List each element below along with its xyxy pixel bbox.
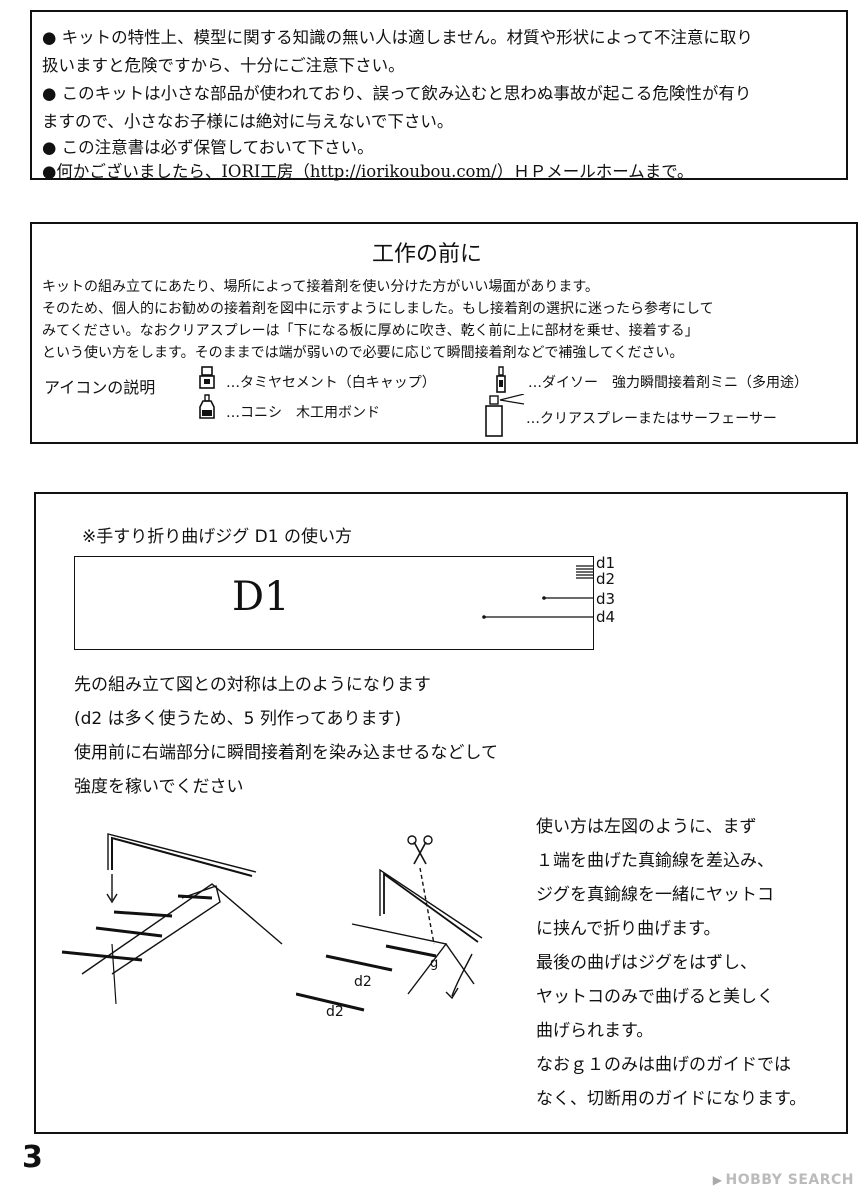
fig-label: g: [430, 956, 439, 971]
icon-desc: …クリアスプレーまたはサーフェーサー: [526, 411, 777, 427]
icon-desc: …ダイソー 強力瞬間接着剤ミニ（多用途）: [528, 375, 808, 391]
usage-line: なく、切断用のガイドになります。: [536, 1089, 807, 1109]
slot-label: d4: [596, 608, 616, 626]
warning-line: ● このキットは小さな部品が使われており、誤って飲み込むと思わぬ事故が起こる危険…: [42, 84, 752, 103]
bending-sketch: [296, 835, 483, 1012]
watermark-logo-icon: ▶: [712, 1173, 723, 1187]
jig-desc-line: 強度を稼いでください: [74, 777, 244, 797]
fig-label: d2: [326, 1004, 344, 1020]
before-work-line: という使い方をします。そのままでは端が弱いので必要に応じて瞬間接着剤などで補強し…: [42, 345, 684, 361]
spray-can-icon: [485, 394, 525, 437]
before-work-box: 工作の前に キットの組み立てにあたり、場所によって接着剤を使い分けた方がいい場面…: [30, 222, 858, 444]
warning-line: ●何かございましたら、IORI工房（http://iorikoubou.com/…: [42, 162, 694, 181]
before-work-title: 工作の前に: [372, 242, 483, 267]
watermark-text: HOBBY SEARCH: [725, 1172, 854, 1188]
warning-line: ● キットの特性上、模型に関する知識の無い人は適しません。材質や形状によって不注…: [42, 28, 753, 47]
slot-label: d2: [596, 570, 616, 588]
page-number: 3: [22, 1140, 43, 1175]
usage-line: １端を曲げた真鍮線を差込み、: [536, 851, 774, 871]
usage-line: ヤットコのみで曲げると美しく: [536, 987, 774, 1007]
warning-line: ますので、小さなお子様には絶対に与えないで下さい。: [42, 112, 454, 131]
icons-label: アイコンの説明: [44, 378, 156, 397]
fig-label: d2: [354, 974, 372, 990]
jig-insert-sketch: [61, 833, 283, 1005]
before-work-line: みてください。なおクリアスプレーは「下になる板に厚めに吹き、乾く前に上に部材を乗…: [42, 323, 699, 339]
jig-part-outline: [74, 556, 594, 650]
jig-desc-line: 先の組み立て図との対称は上のようになります: [74, 675, 431, 695]
usage-line: に挟んで折り曲げます。: [536, 919, 721, 939]
usage-line: 使い方は左図のように、まず: [536, 817, 757, 837]
icon-desc: …タミヤセメント（白キャップ）: [226, 375, 436, 391]
jig-slots: [482, 565, 594, 619]
usage-line: 曲げられます。: [536, 1021, 654, 1041]
icon-desc: …コニシ 木工用ボンド: [226, 405, 380, 421]
warning-line: 扱いますと危険ですから、十分にご注意下さい。: [42, 56, 405, 75]
usage-line: 最後の曲げはジグをはずし、: [536, 953, 757, 973]
slot-label: d1: [596, 554, 616, 572]
before-work-line: そのため、個人的にお勧めの接着剤を図中に示すようにしました。もし接着剤の選択に迷…: [42, 301, 714, 317]
slot-label: d3: [596, 590, 616, 608]
usage-line: ジグを真鍮線を一緒にヤットコ: [536, 885, 774, 905]
jig-heading: ※手すり折り曲げジグ D1 の使い方: [82, 527, 352, 547]
jig-desc-line: 使用前に右端部分に瞬間接着剤を染み込ませるなどして: [74, 743, 498, 763]
warning-line: ● この注意書は必ず保管しておいて下さい。: [42, 138, 374, 157]
jig-desc-line: (d2 は多く使うため、5 列作ってあります): [74, 709, 402, 729]
before-work-line: キットの組み立てにあたり、場所によって接着剤を使い分けた方がいい場面があります。: [42, 279, 599, 295]
tamiya-cement-icon: [199, 366, 215, 389]
konishi-bond-icon: [199, 394, 215, 419]
jig-box: ※手すり折り曲げジグ D1 の使い方 D1 d1 d2 d3 d4 先の組み立て…: [34, 492, 848, 1134]
warning-box: ● キットの特性上、模型に関する知識の無い人は適しません。材質や形状によって不注…: [30, 10, 848, 181]
daiso-glue-icon: [496, 366, 506, 393]
jig-part-label: D1: [232, 574, 290, 620]
usage-line: なおｇ１のみは曲げのガイドでは: [536, 1055, 791, 1075]
watermark: ▶HOBBY SEARCH: [713, 1172, 854, 1188]
